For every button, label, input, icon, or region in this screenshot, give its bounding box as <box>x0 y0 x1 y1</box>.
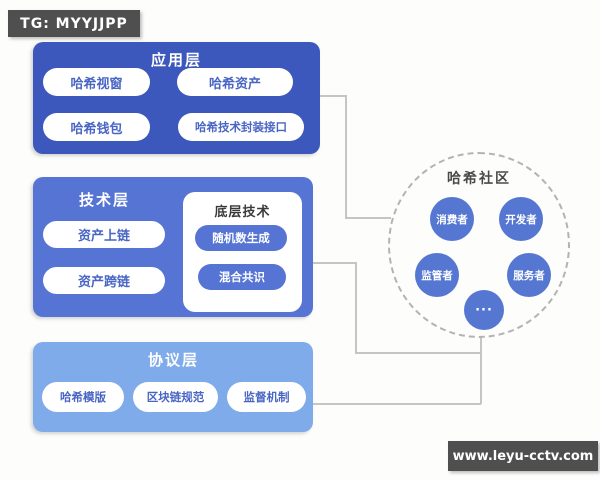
technology-layer-pill: 资产跨链 <box>43 267 165 294</box>
technology-layer-title: 技术层 <box>79 191 131 209</box>
protocol-layer-pill: 区块链规范 <box>133 382 218 412</box>
base-tech-pill: 随机数生成 <box>195 225 287 251</box>
technology-layer-box: 技术层 资产上链 资产跨链 底层技术 随机数生成 混合共识 <box>33 177 313 317</box>
technology-layer-pill: 资产上链 <box>43 221 165 248</box>
member-ellipsis: ··· <box>464 290 504 330</box>
application-layer-box: 应用层 哈希视窗 哈希资产 哈希钱包 哈希技术封装接口 <box>33 42 320 154</box>
url-watermark-badge: www.leyu-cctv.com <box>448 441 598 471</box>
connector-line <box>320 95 346 97</box>
application-layer-title: 应用层 <box>151 51 203 69</box>
connector-line <box>355 262 357 353</box>
connector-line <box>345 95 347 218</box>
connector-line <box>313 403 481 405</box>
connector-line <box>345 217 391 219</box>
connector-line <box>355 352 481 354</box>
application-layer-pill: 哈希技术封装接口 <box>178 113 304 141</box>
protocol-layer-title: 协议层 <box>148 351 200 369</box>
application-layer-pill: 哈希视窗 <box>43 68 150 96</box>
community-title: 哈希社区 <box>447 171 511 187</box>
base-tech-box: 底层技术 随机数生成 混合共识 <box>183 192 302 312</box>
community-circle: 哈希社区 消费者 开发者 监管者 服务者 ··· <box>388 152 570 338</box>
protocol-layer-pill: 哈希模版 <box>42 382 124 412</box>
application-layer-pill: 哈希钱包 <box>43 113 150 141</box>
tg-watermark-badge: TG: MYYJJPP <box>8 10 140 37</box>
base-tech-pill: 混合共识 <box>198 264 286 290</box>
member-regulator: 监管者 <box>415 253 459 297</box>
protocol-layer-box: 协议层 哈希模版 区块链规范 监督机制 <box>33 342 313 432</box>
member-provider: 服务者 <box>507 253 551 297</box>
connector-line <box>313 262 356 264</box>
member-consumer: 消费者 <box>430 197 474 241</box>
protocol-layer-pill: 监督机制 <box>227 382 306 412</box>
application-layer-pill: 哈希资产 <box>177 68 293 96</box>
member-developer: 开发者 <box>499 197 543 241</box>
connector-line <box>480 337 482 404</box>
base-tech-title: 底层技术 <box>214 205 271 220</box>
